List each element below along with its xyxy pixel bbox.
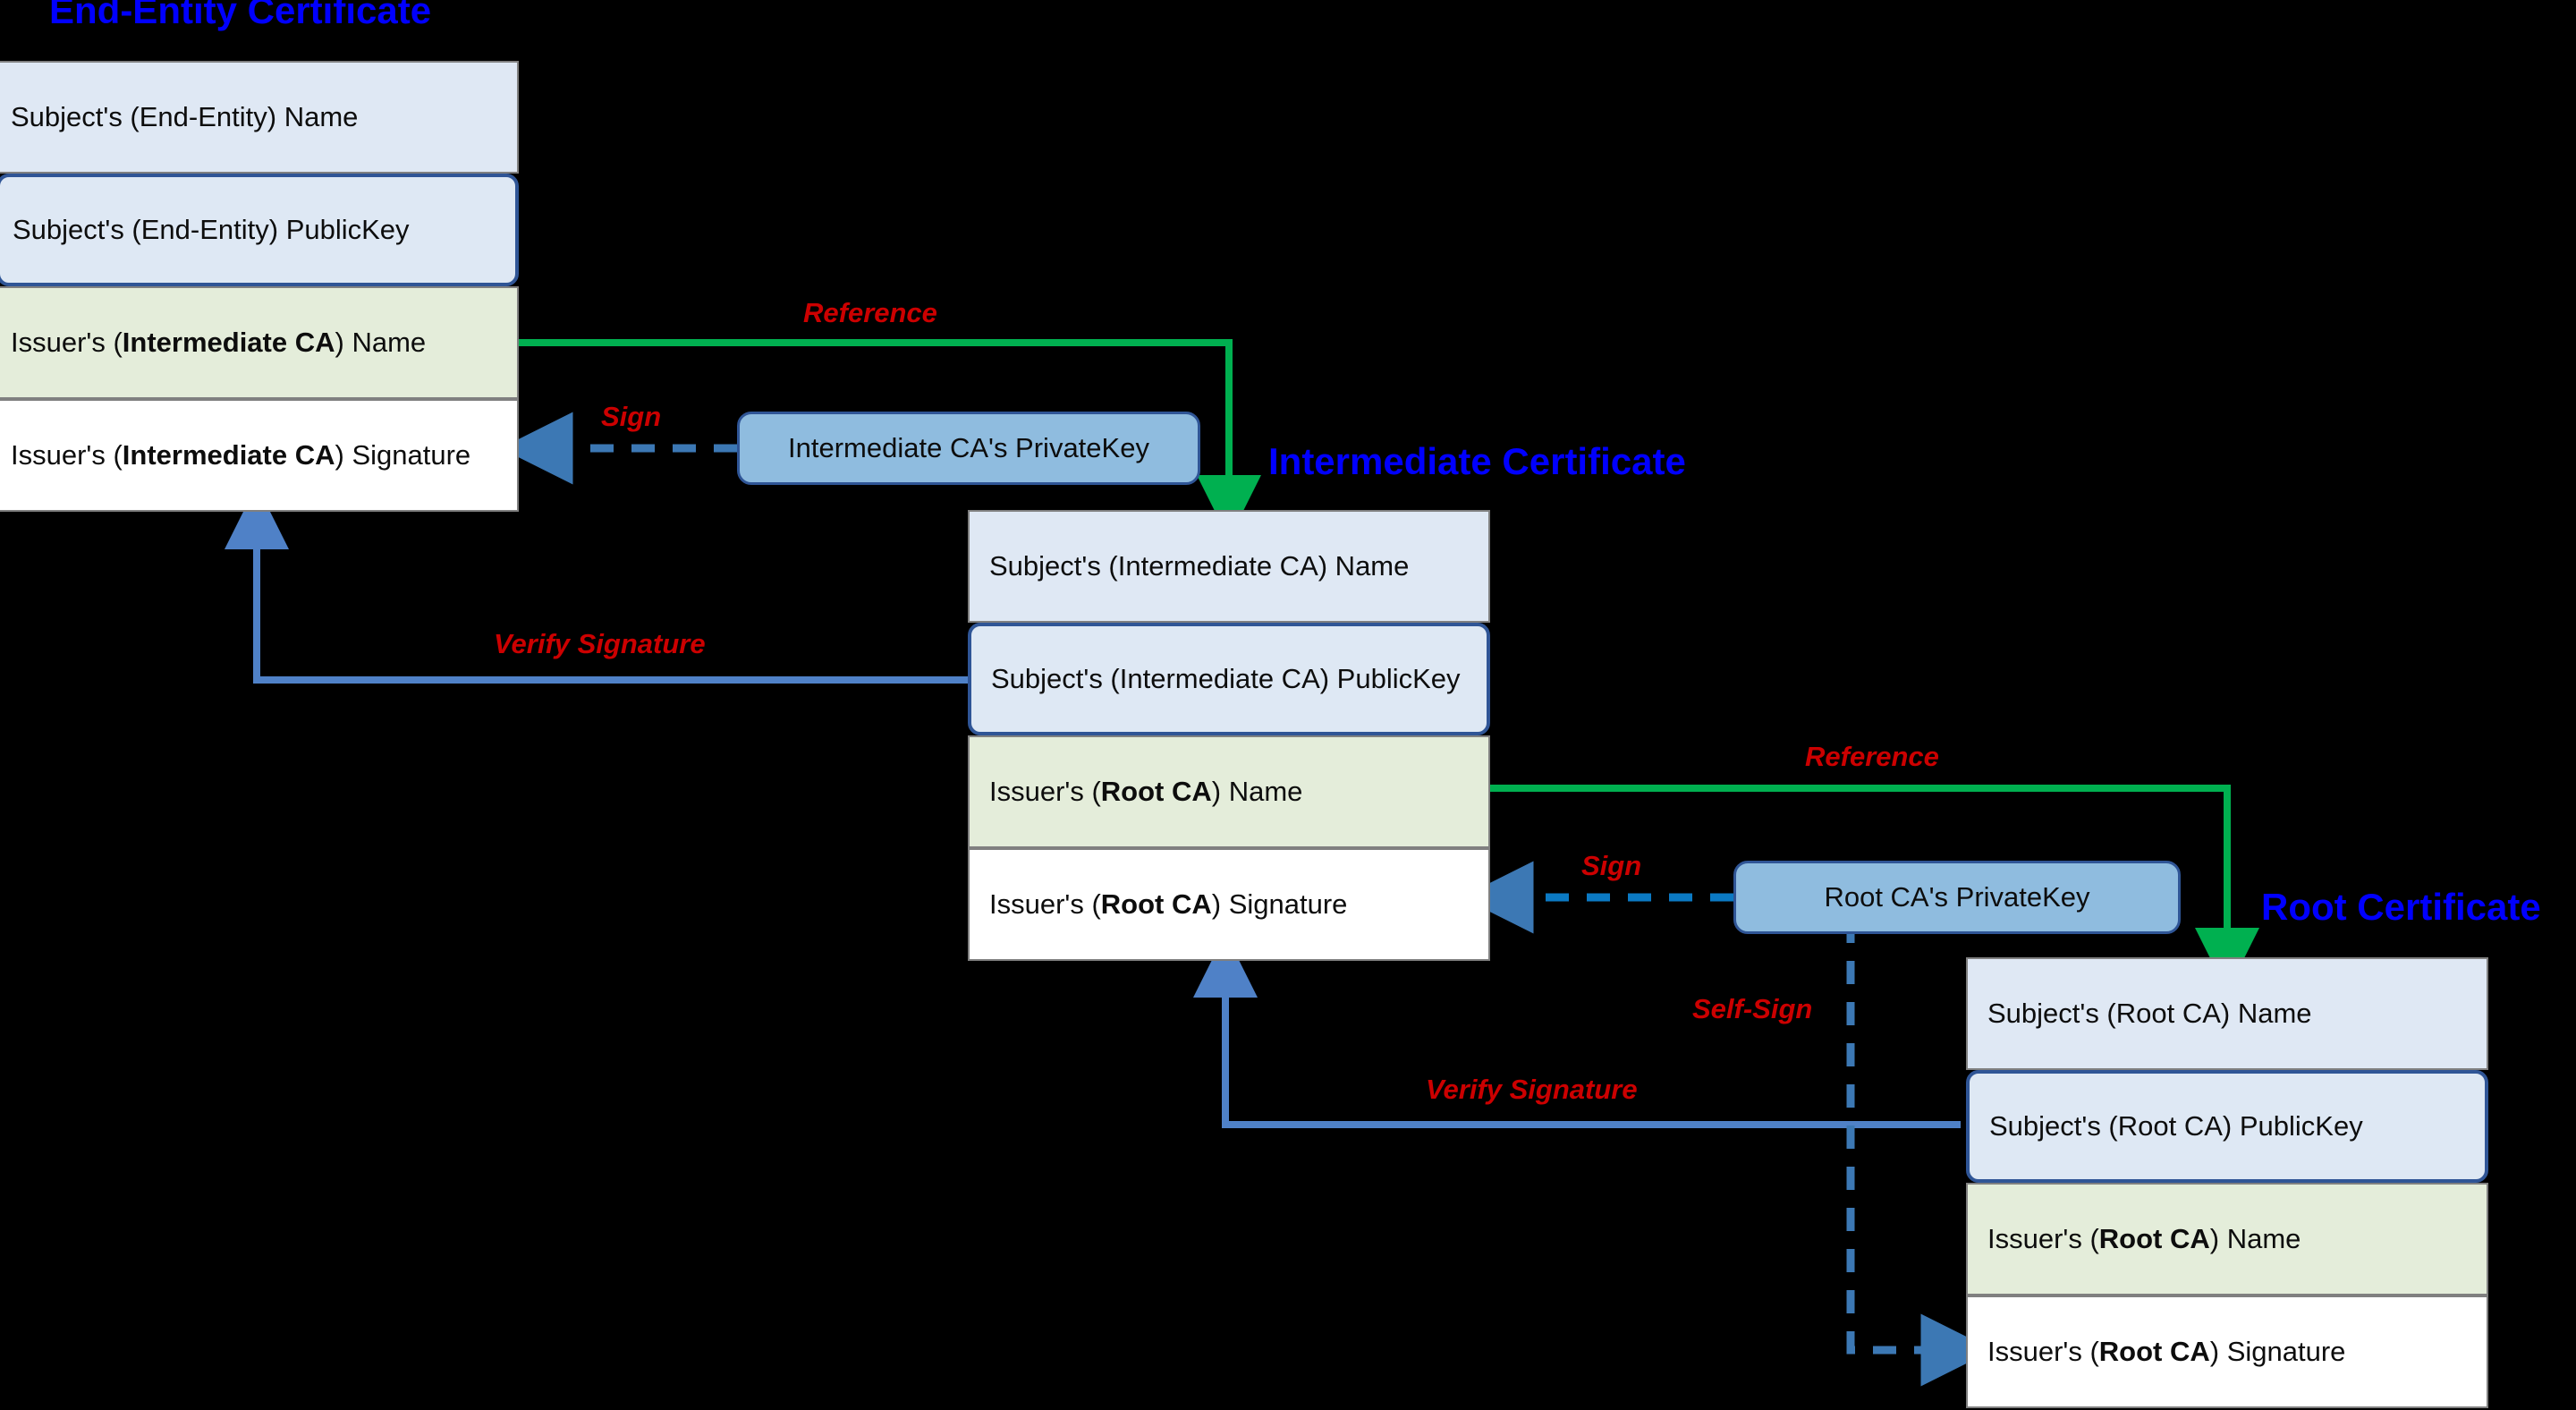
row-subject-name-label: Subject's (End-Entity) Name bbox=[11, 101, 359, 132]
title-intermediate-certificate: Intermediate Certificate bbox=[1268, 440, 1686, 482]
row-issuer-signature: Issuer's (Root CA) Signature bbox=[1966, 1295, 2488, 1408]
certificate-intermediate: Subject's (Intermediate CA) Name Subject… bbox=[968, 510, 1490, 963]
edge-reference-bottom bbox=[1485, 785, 2259, 992]
row-issuer-signature-suffix: ) Signature bbox=[2209, 1336, 2346, 1367]
row-issuer-signature-strong: Intermediate CA bbox=[122, 439, 335, 471]
row-issuer-name-strong: Intermediate CA bbox=[122, 327, 335, 358]
edge-verify-bottom bbox=[1193, 933, 1961, 1128]
row-subject-name-label: Subject's (Root CA) Name bbox=[1987, 998, 2312, 1029]
row-issuer-signature-strong: Root CA bbox=[1100, 888, 1212, 920]
row-subject-publickey: Subject's (End-Entity) PublicKey bbox=[0, 174, 519, 286]
row-issuer-signature-prefix: Issuer's ( bbox=[11, 439, 123, 471]
row-subject-publickey: Subject's (Intermediate CA) PublicKey bbox=[968, 623, 1490, 735]
row-issuer-signature-suffix: ) Signature bbox=[1211, 888, 1348, 920]
intermediate-ca-privatekey-box: Intermediate CA's PrivateKey bbox=[737, 412, 1200, 485]
row-issuer-name-strong: Root CA bbox=[2098, 1223, 2210, 1254]
intermediate-ca-privatekey-label: Intermediate CA's PrivateKey bbox=[788, 432, 1149, 463]
root-ca-privatekey-box: Root CA's PrivateKey bbox=[1733, 861, 2181, 934]
title-root-certificate: Root Certificate bbox=[2261, 886, 2541, 928]
edge-verify-top bbox=[225, 485, 968, 684]
row-issuer-signature-strong: Root CA bbox=[2098, 1336, 2210, 1367]
row-issuer-name-strong: Root CA bbox=[1100, 776, 1212, 807]
label-verify-bottom: Verify Signature bbox=[1426, 1074, 1638, 1105]
label-reference-top: Reference bbox=[803, 297, 937, 328]
row-issuer-name-prefix: Issuer's ( bbox=[11, 327, 123, 358]
row-issuer-signature-prefix: Issuer's ( bbox=[989, 888, 1101, 920]
row-issuer-signature-prefix: Issuer's ( bbox=[1987, 1336, 2099, 1367]
label-self-sign: Self-Sign bbox=[1692, 993, 1813, 1024]
row-subject-name-label: Subject's (Intermediate CA) Name bbox=[989, 550, 1410, 582]
row-subject-name: Subject's (End-Entity) Name bbox=[0, 61, 519, 174]
label-sign-intermediate: Sign bbox=[601, 401, 662, 432]
row-issuer-name: Issuer's (Root CA) Name bbox=[968, 735, 1490, 848]
row-issuer-name: Issuer's (Root CA) Name bbox=[1966, 1183, 2488, 1295]
row-issuer-name-prefix: Issuer's ( bbox=[1987, 1223, 2099, 1254]
edge-self-sign bbox=[1846, 920, 1994, 1387]
row-issuer-signature: Issuer's (Root CA) Signature bbox=[968, 848, 1490, 961]
certificate-root: Subject's (Root CA) Name Subject's (Root… bbox=[1966, 957, 2488, 1410]
certificate-end-entity: Subject's (End-Entity) Name Subject's (E… bbox=[0, 61, 519, 514]
row-issuer-name-suffix: ) Name bbox=[335, 327, 427, 358]
label-reference-bottom: Reference bbox=[1805, 741, 1939, 772]
label-sign-root: Sign bbox=[1581, 850, 1642, 881]
row-issuer-name-suffix: ) Name bbox=[1211, 776, 1303, 807]
row-subject-publickey-label: Subject's (Root CA) PublicKey bbox=[1989, 1110, 2363, 1142]
row-subject-name: Subject's (Root CA) Name bbox=[1966, 957, 2488, 1070]
row-issuer-name-prefix: Issuer's ( bbox=[989, 776, 1101, 807]
row-subject-publickey: Subject's (Root CA) PublicKey bbox=[1966, 1070, 2488, 1183]
title-end-entity-certificate: End-Entity Certificate bbox=[49, 0, 432, 31]
row-subject-publickey-label: Subject's (End-Entity) PublicKey bbox=[13, 214, 410, 245]
row-subject-publickey-label: Subject's (Intermediate CA) PublicKey bbox=[991, 663, 1461, 694]
row-issuer-signature-suffix: ) Signature bbox=[335, 439, 471, 471]
row-issuer-name-suffix: ) Name bbox=[2209, 1223, 2301, 1254]
edge-reference-top bbox=[519, 339, 1261, 539]
row-issuer-name: Issuer's (Intermediate CA) Name bbox=[0, 286, 519, 399]
row-issuer-signature: Issuer's (Intermediate CA) Signature bbox=[0, 399, 519, 512]
row-subject-name: Subject's (Intermediate CA) Name bbox=[968, 510, 1490, 623]
label-verify-top: Verify Signature bbox=[494, 628, 706, 659]
root-ca-privatekey-label: Root CA's PrivateKey bbox=[1824, 881, 2090, 913]
